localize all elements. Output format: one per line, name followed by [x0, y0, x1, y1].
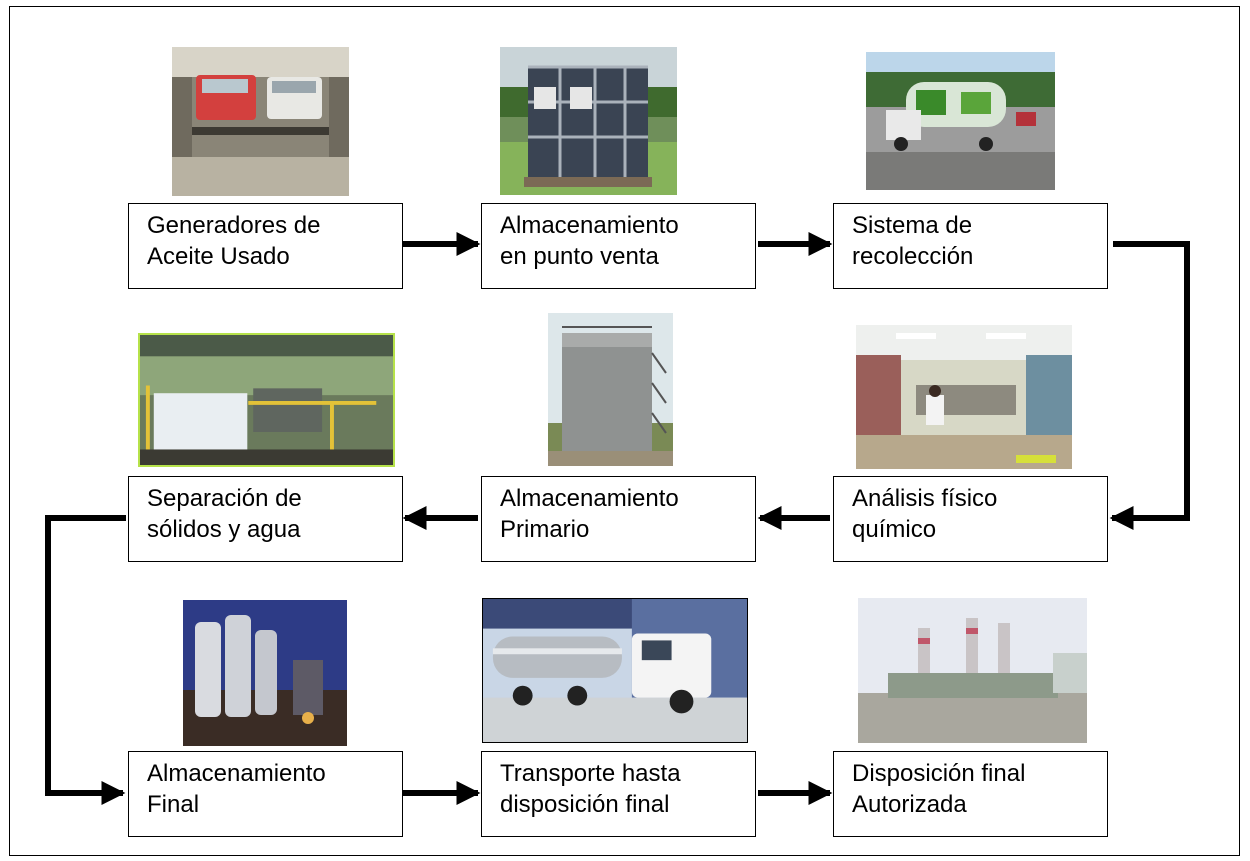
- arrow-6-to-7: [45, 515, 126, 805]
- step-label-line2: en punto venta: [500, 243, 659, 270]
- step-almacenamiento-primario: Almacenamiento Primario: [481, 476, 756, 562]
- step-label-line1: Disposición final: [852, 760, 1026, 787]
- step-almacenamiento-final: Almacenamiento Final: [128, 751, 403, 837]
- step-label-line1: Generadores de: [147, 212, 321, 239]
- step-separacion-solidos-agua: Separación de sólidos y agua: [128, 476, 403, 562]
- collection-truck-icon: [866, 52, 1055, 190]
- power-plant-icon: [858, 598, 1087, 743]
- diagram-frame: [9, 6, 1240, 856]
- step-label-line2: disposición final: [500, 791, 670, 818]
- step-label-line2: recolección: [852, 243, 974, 270]
- step-disposicion-final-autorizada: Disposición final Autorizada: [833, 751, 1108, 837]
- step-label-line1: Separación de: [147, 485, 302, 512]
- step-label-line2: Aceite Usado: [147, 243, 290, 270]
- step-transporte-disposicion-final: Transporte hasta disposición final: [481, 751, 756, 837]
- car-lift-garage-icon: [172, 47, 349, 196]
- industrial-tanks-icon: [183, 600, 347, 746]
- separation-plant-icon: [138, 333, 395, 467]
- step-label-line2: Primario: [500, 516, 590, 543]
- step-label-line2: Final: [147, 791, 200, 818]
- step-label-line1: Transporte hasta: [500, 760, 681, 787]
- step-label-line1: Almacenamiento: [500, 485, 679, 512]
- storage-silo-icon: [548, 313, 673, 466]
- tanker-truck-icon: [482, 598, 748, 743]
- step-label-line1: Almacenamiento: [500, 212, 679, 239]
- laboratory-icon: [856, 325, 1072, 469]
- step-almacenamiento-punto-venta: Almacenamiento en punto venta: [481, 203, 756, 289]
- step-sistema-de-recoleccion: Sistema de recolección: [833, 203, 1108, 289]
- step-label-line1: Análisis físico: [852, 485, 998, 512]
- step-label-line2: químico: [852, 516, 937, 543]
- step-label-line2: sólidos y agua: [147, 516, 301, 543]
- step-generadores-de-aceite-usado: Generadores de Aceite Usado: [128, 203, 403, 289]
- step-analisis-fisico-quimico: Análisis físico químico: [833, 476, 1108, 562]
- arrow-3-to-4: [1109, 241, 1190, 530]
- step-label-line2: Autorizada: [852, 791, 967, 818]
- step-label-line1: Sistema de: [852, 212, 973, 239]
- step-label-line1: Almacenamiento: [147, 760, 326, 787]
- ibc-storage-tank-icon: [500, 47, 677, 195]
